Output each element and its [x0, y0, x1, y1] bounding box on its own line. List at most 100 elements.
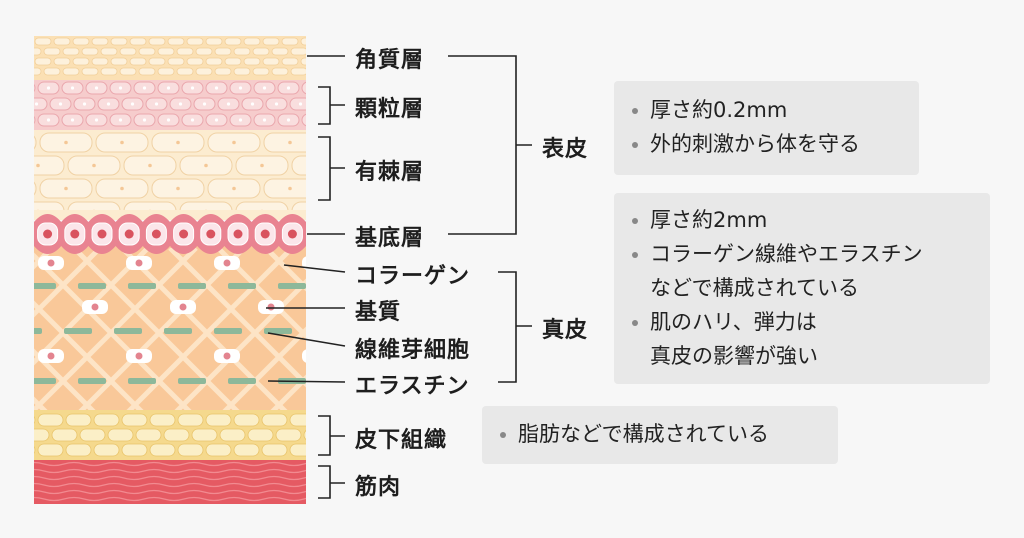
spinosum-cell [291, 155, 306, 176]
corneum-cell [252, 47, 270, 56]
fibroblast-nucleus [47, 259, 55, 267]
elastin-fiber [228, 378, 256, 384]
granulosum-nucleus [142, 86, 147, 90]
granulosum-nucleus [311, 86, 314, 89]
granulosum-nucleus [286, 118, 291, 122]
granulosum-nucleus [178, 102, 183, 106]
elastin-fiber [34, 328, 42, 334]
basale-nucleus [124, 229, 134, 239]
fibroblast-nucleus [135, 259, 143, 267]
spinosum-cell [67, 201, 121, 210]
corneum-cell [300, 37, 306, 46]
fat-cell [219, 428, 246, 442]
collagen-fiber [170, 278, 306, 414]
collagen-fiber [0, 248, 4, 418]
corneum-cell [214, 67, 232, 76]
bracket-epidermis [448, 55, 532, 235]
granulosum-nucleus [238, 86, 243, 90]
fat-cell [163, 428, 190, 442]
corneum-cell [110, 57, 128, 66]
elastin-fiber [228, 283, 256, 289]
spinosum-cell [34, 201, 65, 210]
spinosum-nucleus [260, 163, 264, 168]
elastin-fiber [264, 328, 292, 334]
spinosum-nucleus [92, 163, 96, 168]
granulosum-nucleus [70, 86, 75, 90]
granulosum-nucleus [58, 102, 63, 106]
fibroblast-nucleus [312, 260, 319, 267]
basale-nucleus [151, 229, 161, 239]
fat-cell [135, 428, 162, 442]
fibroblast-nucleus [47, 352, 55, 360]
label-stratum-granulosum: 顆粒層 [355, 97, 425, 122]
granulosum-nucleus [202, 102, 207, 106]
granulosum-cell [34, 97, 48, 111]
subcutaneous-note-text: 脂肪などで構成されている [498, 417, 822, 451]
granulosum-nucleus [46, 118, 51, 122]
spinosum-cell [179, 201, 233, 210]
elastin-fiber [214, 328, 242, 334]
granulosum-nucleus [23, 86, 26, 89]
basale-nucleus [97, 229, 107, 239]
basale-nucleus [233, 229, 243, 239]
granulosum-cell [34, 83, 36, 93]
elastin-fiber [78, 283, 106, 289]
fat-cell [93, 413, 120, 427]
collagen-fiber [264, 248, 306, 292]
collagen-fiber [266, 374, 306, 414]
spinosum-nucleus [288, 140, 292, 145]
spinosum-nucleus [205, 209, 207, 210]
corneum-cell [271, 67, 289, 76]
granulosum-nucleus [106, 102, 111, 106]
corneum-cell [43, 67, 61, 76]
corneum-cell [233, 67, 251, 76]
corneum-cell [157, 67, 175, 76]
spinosum-nucleus [37, 209, 39, 210]
corneum-cell [214, 47, 232, 56]
basale-nucleus [287, 229, 297, 239]
granulosum-cell [301, 113, 306, 127]
corneum-cell [290, 67, 306, 76]
label-stratum-spinosum: 有棘層 [355, 160, 425, 185]
label-stratum-basale: 基底層 [355, 226, 425, 251]
fat-cell [205, 443, 232, 457]
corneum-cell [224, 57, 242, 66]
subcutaneous-layer [34, 410, 306, 464]
collagen-fiber [122, 248, 294, 414]
granulosum-nucleus [262, 118, 267, 122]
leader-fibroblast [267, 332, 346, 347]
fibroblast-nucleus [223, 352, 231, 360]
corneum-cell [233, 47, 251, 56]
spinosum-nucleus [64, 186, 68, 191]
granulosum-nucleus [166, 118, 171, 122]
spinosum-cell [34, 181, 37, 196]
corneum-cell [252, 67, 270, 76]
elastin-fiber [114, 328, 142, 334]
label-collagen: コラーゲン [355, 264, 471, 289]
collagen-fiber [34, 248, 198, 414]
fat-cell [177, 443, 204, 457]
label-matrix: 基質 [355, 300, 402, 325]
corneum-cell [129, 37, 147, 46]
corneum-cell [167, 37, 185, 46]
fibroblast-nucleus [267, 303, 275, 311]
bracket-muscle [318, 465, 345, 499]
corneum-cell [72, 57, 90, 66]
spinosum-nucleus [176, 140, 180, 145]
corneum-cell [53, 57, 71, 66]
fat-cell [34, 446, 36, 454]
spinosum-nucleus [316, 164, 320, 168]
muscle-fiber-line [34, 461, 306, 467]
corneum-cell [34, 67, 42, 76]
fat-cell [261, 443, 288, 457]
corneum-cell [81, 67, 99, 76]
granulosum-nucleus [94, 118, 99, 122]
spinosum-nucleus [120, 186, 124, 191]
fat-cell [247, 428, 274, 442]
fibroblast-nucleus [135, 352, 143, 360]
fat-cell [205, 413, 232, 427]
muscle-fiber-line [34, 489, 306, 495]
collagen-fiber [34, 348, 100, 414]
collagen-fiber [34, 248, 102, 318]
